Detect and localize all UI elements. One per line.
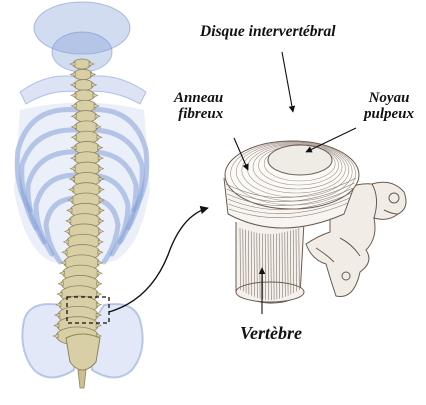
vertebra-segment [73, 69, 92, 79]
sacrum-shape [66, 334, 100, 388]
label-vertebre: Vertèbre [240, 324, 302, 343]
vertebra-drawing [224, 141, 406, 303]
label-anneau-line2: fibreux [174, 107, 223, 123]
label-disque-intervertebral: Disque intervertébral [200, 24, 336, 40]
vertebra-segment [74, 90, 95, 101]
nucleus-pulposus [268, 145, 332, 175]
vertebra-segment [74, 80, 94, 91]
label-noyau-pulpeux: Noyau pulpeux [364, 91, 414, 123]
vertebra-segment [74, 111, 97, 123]
vertebra-segment [73, 59, 91, 69]
label-noyau-line2: pulpeux [364, 107, 414, 123]
label-noyau-line1: Noyau [364, 91, 414, 107]
vertebra-segment [74, 100, 96, 111]
disque-pointer [282, 52, 293, 112]
label-anneau-line1: Anneau [174, 91, 223, 107]
label-anneau-fibreux: Anneau fibreux [174, 91, 223, 123]
skeleton-illustration [14, 2, 150, 388]
